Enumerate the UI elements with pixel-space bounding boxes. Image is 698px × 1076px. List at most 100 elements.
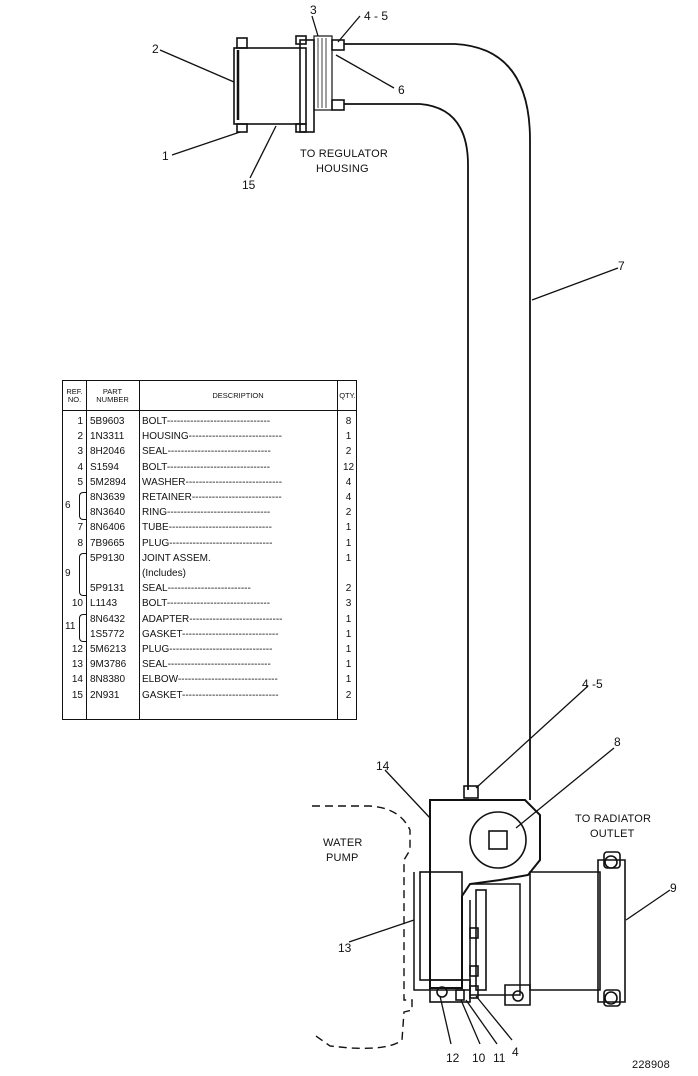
qty-cell: 1	[345, 644, 352, 655]
column-divider	[86, 381, 87, 719]
qty-cell: 2	[345, 507, 352, 519]
part-number-cell: 5M6213	[90, 644, 127, 655]
table-row: 15 2N931 GASKET---------------------------…	[63, 688, 356, 703]
part-number-cell: 8H2046	[90, 446, 126, 458]
part-number-cell: 5B9603	[90, 416, 125, 427]
water-pump-label-line1: WATER	[323, 837, 363, 849]
part-number-cell: 8N3640	[90, 507, 126, 519]
description-cell: RING-------------------------------	[142, 507, 271, 519]
group-ref-label: 9	[65, 568, 71, 579]
ref-cell: 15	[71, 689, 83, 701]
description-cell: (Includes)	[142, 568, 186, 579]
part-number-cell: S1594	[90, 461, 119, 473]
ref-cell: 14	[71, 674, 83, 686]
callout-1: 1	[162, 149, 169, 163]
table-row: 1 5B9603 BOLT-----------------------------…	[63, 414, 356, 429]
callout-10: 10	[472, 1051, 486, 1065]
to-radiator-label-line1: TO RADIATOR	[575, 813, 651, 825]
leader-lines	[159, 15, 671, 1045]
callout-4-5-mid: 4 -5	[582, 677, 603, 691]
callout-4-bottom: 4	[512, 1045, 519, 1059]
ref-cell: 13	[71, 659, 83, 671]
ref-cell: 8	[77, 537, 83, 549]
description-cell: PLUG-------------------------------	[142, 537, 273, 549]
part-number-cell: L1143	[90, 598, 118, 610]
qty-cell: 1	[345, 552, 352, 564]
table-row: 8N3640 RING------------------------------…	[63, 505, 356, 520]
callout-14: 14	[376, 759, 390, 773]
qty-cell: 1	[345, 613, 352, 625]
description-cell: BOLT-------------------------------	[142, 461, 271, 473]
qty-cell: 2	[345, 689, 352, 701]
ref-cell: 4	[77, 461, 83, 473]
callout-9: 9	[670, 881, 677, 895]
callout-12: 12	[446, 1051, 460, 1065]
callout-11: 11	[493, 1051, 506, 1065]
description-cell: ADAPTER----------------------------	[142, 613, 283, 625]
column-divider	[139, 381, 140, 719]
table-row: 8N6432 ADAPTER---------------------------…	[63, 612, 356, 627]
part-number-cell: 9M3786	[90, 659, 127, 671]
description-cell: RETAINER---------------------------	[142, 492, 282, 503]
part-number-cell: 8N6432	[90, 613, 126, 625]
part-number-cell: 5M2894	[90, 476, 127, 488]
group-brace	[79, 492, 86, 521]
ref-cell: 3	[77, 446, 83, 458]
table-row: 12 5M6213 PLUG----------------------------…	[63, 642, 356, 657]
table-row: 5P9130 JOINT ASSEM. 1	[63, 551, 356, 566]
part-number-cell: 8N8380	[90, 674, 126, 686]
qty-cell: 4	[345, 492, 352, 503]
ref-cell: 12	[71, 644, 83, 655]
table-row: 4 S1594 BOLT------------------------------…	[63, 460, 356, 475]
group-ref-label: 11	[65, 621, 76, 633]
tube	[344, 43, 531, 800]
part-number-cell: 8N6406	[90, 522, 126, 534]
part-number-cell: 8N3639	[90, 492, 126, 503]
qty-cell: 1	[345, 522, 352, 534]
group-brace	[79, 613, 86, 642]
callout-4-5-top: 4 - 5	[364, 9, 388, 23]
description-cell: SEAL-------------------------	[142, 583, 251, 595]
table-row: 7 8N6406 TUBE-----------------------------…	[63, 520, 356, 535]
ref-cell: 1	[77, 416, 83, 427]
header-ref: REF.NO.	[66, 386, 83, 404]
part-number-cell: 2N931	[90, 689, 120, 701]
to-radiator-label-line2: OUTLET	[590, 828, 635, 840]
description-cell: JOINT ASSEM.	[142, 552, 211, 564]
description-cell: PLUG-------------------------------	[142, 644, 273, 655]
table-row: 8 7B9665 PLUG-----------------------------…	[63, 536, 356, 551]
callout-6: 6	[398, 83, 405, 97]
callout-2: 2	[152, 42, 159, 56]
callout-8: 8	[614, 735, 621, 749]
description-cell: BOLT-------------------------------	[142, 416, 271, 427]
qty-cell: 8	[345, 416, 352, 427]
qty-cell: 1	[345, 674, 352, 686]
group-brace	[79, 552, 86, 597]
ref-cell: 10	[71, 598, 83, 610]
header-description: DESCRIPTION	[212, 390, 264, 400]
to-regulator-label-line2: HOUSING	[316, 163, 369, 175]
qty-cell: 4	[345, 476, 352, 488]
column-divider	[337, 381, 338, 719]
ref-cell: 2	[77, 431, 83, 443]
description-cell: SEAL-------------------------------	[142, 659, 271, 671]
description-cell: WASHER-----------------------------	[142, 476, 283, 488]
description-cell: BOLT-------------------------------	[142, 598, 271, 610]
qty-cell: 2	[345, 583, 352, 595]
qty-cell: 2	[345, 446, 352, 458]
description-cell: TUBE-------------------------------	[142, 522, 272, 534]
water-pump-label-line2: PUMP	[326, 852, 359, 864]
description-cell: GASKET-----------------------------	[142, 689, 279, 701]
part-number-cell: 7B9665	[90, 537, 125, 549]
part-number-cell: 5P9130	[90, 552, 125, 564]
callout-3: 3	[310, 3, 317, 17]
ref-cell: 7	[77, 522, 83, 534]
